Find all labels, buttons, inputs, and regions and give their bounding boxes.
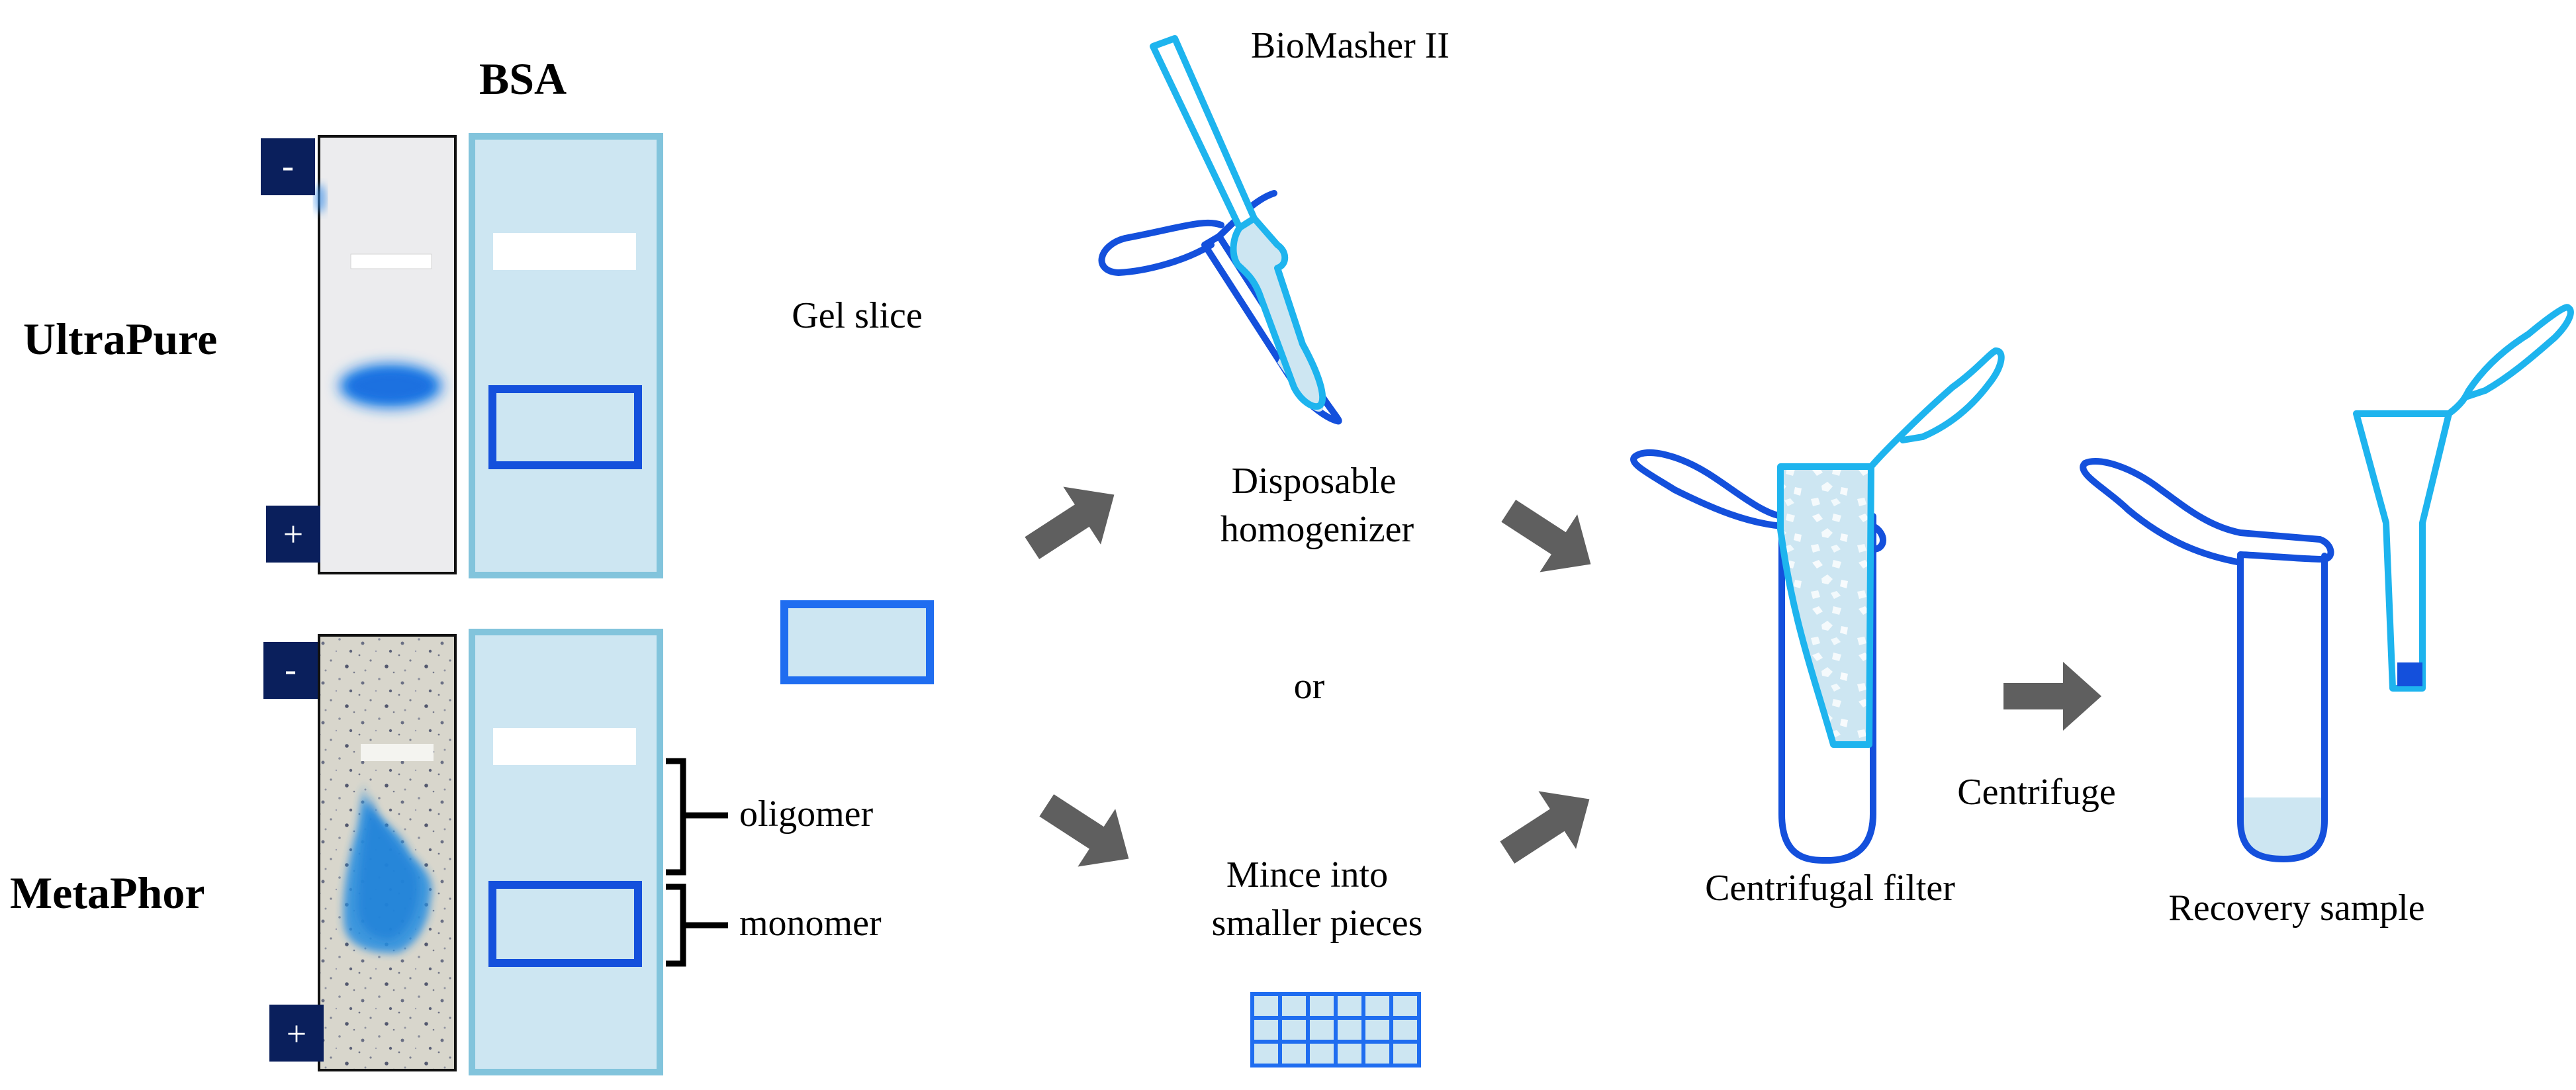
mince-label-line1: Mince into xyxy=(1226,854,1388,895)
homogenizer-label-line2: homogenizer xyxy=(1220,509,1414,550)
gel-slice-label: Gel slice xyxy=(792,295,922,336)
electrode-positive-ultrapure: + xyxy=(266,506,320,563)
centrifugal-filter-label: Centrifugal filter xyxy=(1705,868,1955,909)
gel-piece xyxy=(1393,996,1417,1016)
arrow-to-mince xyxy=(1039,794,1129,867)
ultrapure-schematic-panel xyxy=(469,133,663,578)
gel-piece xyxy=(1365,1044,1389,1064)
minced-pieces-icon xyxy=(1250,992,1421,1067)
negative-sign: - xyxy=(282,146,294,185)
oligomer-bracket xyxy=(666,758,728,876)
mince-grid-frame xyxy=(1250,992,1421,1067)
metaphor-gel-photo xyxy=(318,634,457,1071)
gel-piece xyxy=(1254,996,1278,1016)
electrode-negative-ultrapure: - xyxy=(261,138,315,195)
row-label-ultrapure: UltraPure xyxy=(23,314,217,364)
gel-well xyxy=(361,744,434,761)
homogenizer-tube xyxy=(1098,35,1342,425)
schematic-well xyxy=(493,728,636,765)
gel-piece xyxy=(1310,1044,1334,1064)
gel-piece xyxy=(1338,1044,1361,1064)
gel-piece xyxy=(1393,1020,1417,1040)
arrow-homogenizer-to-filter xyxy=(1501,500,1591,572)
monomer-bracket xyxy=(666,884,728,967)
schematic-well xyxy=(493,233,636,270)
gel-piece xyxy=(1310,1020,1334,1040)
gel-piece xyxy=(1282,996,1306,1016)
gel-slice-icon xyxy=(780,600,934,684)
negative-sign: - xyxy=(285,649,297,689)
positive-sign: + xyxy=(287,1014,306,1054)
gel-piece xyxy=(1254,1044,1278,1064)
mince-label-line2: smaller pieces xyxy=(1212,903,1423,944)
gel-piece xyxy=(1254,1020,1278,1040)
gel-piece xyxy=(1365,996,1389,1016)
recovery-tube xyxy=(2080,458,2334,862)
band-cut-outline xyxy=(488,881,642,967)
positive-sign: + xyxy=(283,514,303,554)
recovery-sample-label: Recovery sample xyxy=(2168,887,2424,929)
gel-piece xyxy=(1393,1044,1417,1064)
centrifugal-filter-tube xyxy=(1630,347,2005,864)
gel-piece xyxy=(1365,1020,1389,1040)
electrode-negative-metaphor: - xyxy=(263,642,318,699)
gel-piece xyxy=(1338,1020,1361,1040)
row-label-metaphor: MetaPhor xyxy=(10,868,205,918)
gel-piece xyxy=(1310,996,1334,1016)
arrow-to-homogenizer xyxy=(1025,486,1115,559)
gel-piece xyxy=(1282,1020,1306,1040)
homogenizer-label-line1: Disposable xyxy=(1232,461,1397,502)
arrow-centrifuge xyxy=(2003,662,2101,731)
gel-well xyxy=(350,253,432,269)
oligomer-label: oligomer xyxy=(739,794,874,835)
gel-piece xyxy=(1282,1044,1306,1064)
centrifuge-label: Centrifuge xyxy=(1957,772,2115,813)
monomer-label: monomer xyxy=(739,903,882,944)
electrode-positive-metaphor: + xyxy=(269,1005,324,1062)
ultrapure-gel-photo xyxy=(315,135,457,574)
metaphor-schematic-panel xyxy=(469,629,663,1075)
or-label: or xyxy=(1294,666,1325,707)
used-filter-insert xyxy=(2353,304,2574,692)
arrow-mince-to-filter xyxy=(1500,791,1590,864)
band-cut-outline xyxy=(488,385,642,469)
biomasher-label: BioMasher II xyxy=(1251,25,1449,66)
protein-title: BSA xyxy=(479,54,567,104)
gel-piece xyxy=(1338,996,1361,1016)
